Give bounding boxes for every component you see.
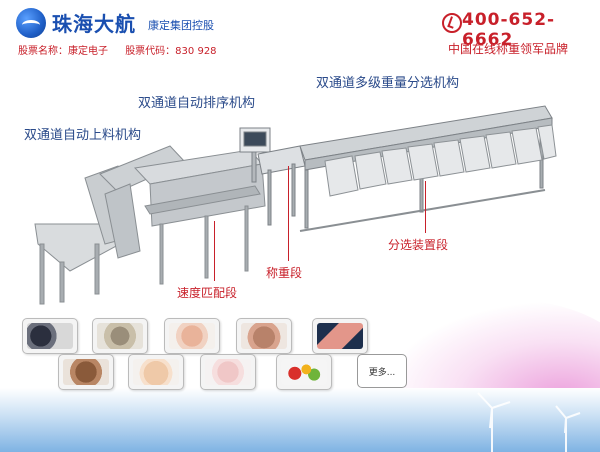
label-speed-match: 速度匹配段 (177, 286, 238, 300)
label-sorting: 分选装置段 (388, 238, 449, 252)
callout-speed-match (214, 221, 215, 281)
hotline-number: 400-652-6662 (462, 10, 556, 50)
brand-subtitle: 康定集团控股 (148, 19, 214, 32)
thumb-shrimp[interactable] (164, 318, 220, 354)
phone-icon (442, 13, 462, 33)
thumb-fish-fillet[interactable] (312, 318, 368, 354)
stock-info: 股票名称：康定电子 股票代码：830 928 (18, 42, 231, 57)
sky-background (0, 388, 600, 452)
thumb-meat-cubes[interactable] (58, 354, 114, 390)
label-weighing: 称重段 (266, 266, 303, 280)
speed-match-conveyor (133, 149, 266, 285)
thumb-mussels[interactable] (22, 318, 78, 354)
weighing-station (239, 127, 306, 226)
company-logo-icon (16, 8, 46, 38)
label-multi-grade: 双通道多级重量分选机构 (316, 76, 460, 91)
label-auto-feed: 双通道自动上料机构 (24, 128, 142, 143)
thumb-oysters[interactable] (92, 318, 148, 354)
base-rail (299, 189, 546, 232)
stock-code: 股票代码：830 928 (125, 46, 217, 57)
header: 珠海大航 康定集团控股 股票名称：康定电子 股票代码：830 928 400-6… (0, 0, 600, 66)
brand-name: 珠海大航 (52, 12, 136, 36)
wind-turbines-decoration (477, 392, 581, 452)
machine-illustration: 双通道自动上料机构 双通道自动排序机构 双通道多级重量分选机构 速度匹配段 称重… (0, 66, 600, 316)
thumb-chicken-legs[interactable] (200, 354, 256, 390)
thumb-fruit[interactable] (276, 354, 332, 390)
sorting-bins (324, 124, 557, 197)
thumb-prawns[interactable] (236, 318, 292, 354)
callout-sorting (425, 181, 426, 233)
callout-weighing (288, 166, 289, 261)
machine-drawing (34, 105, 557, 305)
stock-name: 股票名称：康定电子 (18, 46, 108, 57)
thumb-chicken[interactable] (128, 354, 184, 390)
company-slogan: 中国在线称重领军品牌 (448, 42, 569, 56)
more-button[interactable]: 更多... (357, 354, 407, 388)
label-auto-sort: 双通道自动排序机构 (138, 96, 256, 111)
